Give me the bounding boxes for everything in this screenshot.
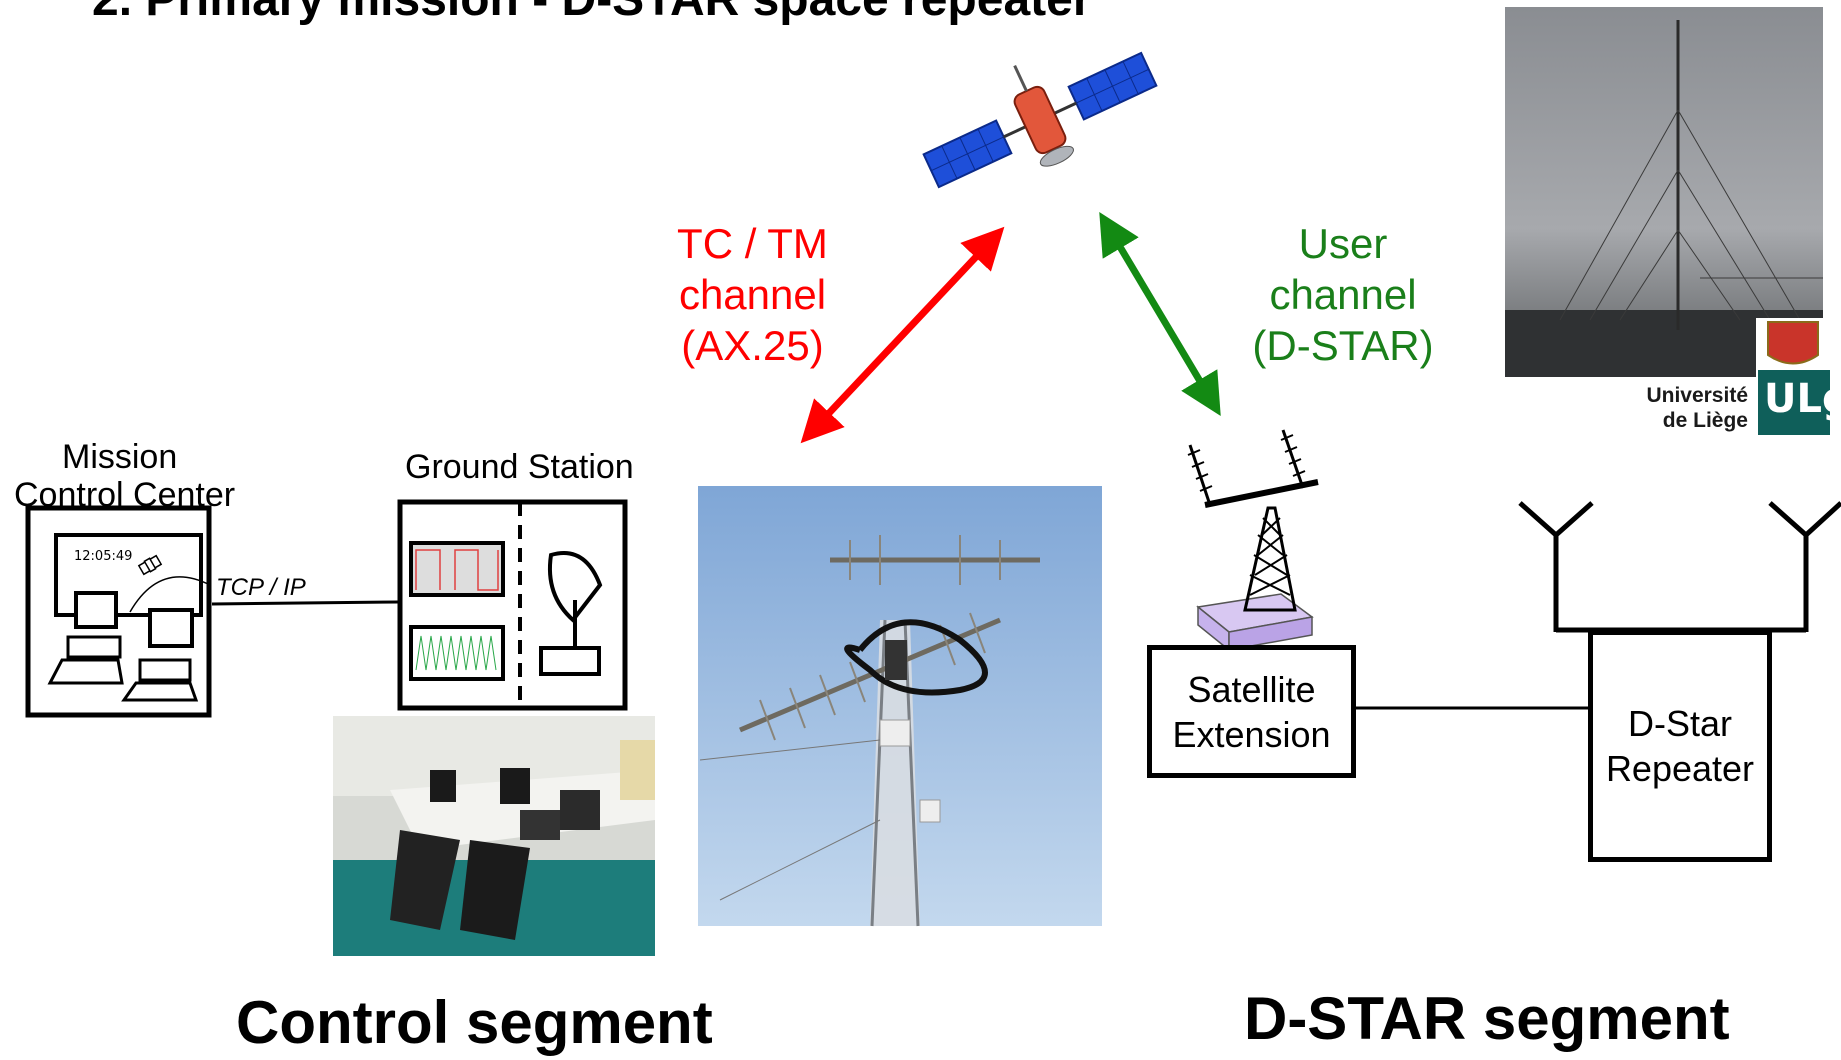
satellite-extension-box: Satellite Extension bbox=[1147, 645, 1356, 778]
logo-line2: de Liège bbox=[1662, 409, 1748, 432]
tower-photo bbox=[1505, 7, 1823, 377]
tctm-line1: TC / TM bbox=[677, 220, 828, 267]
tctm-line2: channel bbox=[678, 271, 827, 318]
dstar-rep-line1: D-Star bbox=[1627, 703, 1732, 744]
dstar-rep-line2: Repeater bbox=[1605, 748, 1755, 789]
mcc-clock: 12:05:49 bbox=[74, 549, 133, 564]
tctm-line3: (AX.25) bbox=[681, 322, 824, 369]
tcp-ip-label: TCP / IP bbox=[216, 574, 306, 601]
slide-title: 2. Primary mission - D-STAR space repeat… bbox=[92, 0, 1092, 27]
user-channel-arrow bbox=[1099, 211, 1221, 417]
dstar-repeater-box: D-Star Repeater bbox=[1588, 630, 1772, 862]
logo-mark: ULg bbox=[1764, 376, 1841, 422]
user-channel-label: User channel (D-STAR) bbox=[1228, 218, 1458, 371]
tcp-ip-link bbox=[211, 600, 399, 606]
mcc-label-line2: Control Center bbox=[14, 476, 236, 514]
sat-ext-line2: Extension bbox=[1172, 713, 1331, 755]
repeater-antennas-icon bbox=[1518, 501, 1841, 633]
user-line2: channel bbox=[1269, 271, 1417, 318]
ground-station-room-photo bbox=[333, 716, 655, 956]
sat-ext-line1: Satellite bbox=[1187, 668, 1316, 710]
user-line1: User bbox=[1298, 220, 1388, 267]
control-segment-label: Control segment bbox=[236, 989, 713, 1056]
mcc-label-line1: Mission bbox=[62, 438, 178, 476]
satellite-icon bbox=[922, 51, 1158, 189]
dstar-segment-label: D-STAR segment bbox=[1244, 985, 1730, 1052]
logo-text: Université de Liège bbox=[1620, 383, 1748, 433]
logo-line1: Université bbox=[1646, 384, 1748, 407]
mission-control-center-icon bbox=[25, 505, 212, 718]
antenna-mast-photo bbox=[698, 486, 1102, 927]
dstar-antenna-tower-icon bbox=[1187, 429, 1319, 652]
user-line3: (D-STAR) bbox=[1252, 322, 1434, 369]
ground-station-icon bbox=[397, 499, 628, 711]
tctm-channel-label: TC / TM channel (AX.25) bbox=[640, 218, 865, 371]
ground-station-label: Ground Station bbox=[405, 448, 634, 486]
tctm-channel-arrow bbox=[800, 226, 1005, 444]
uliege-logo bbox=[1756, 318, 1830, 438]
